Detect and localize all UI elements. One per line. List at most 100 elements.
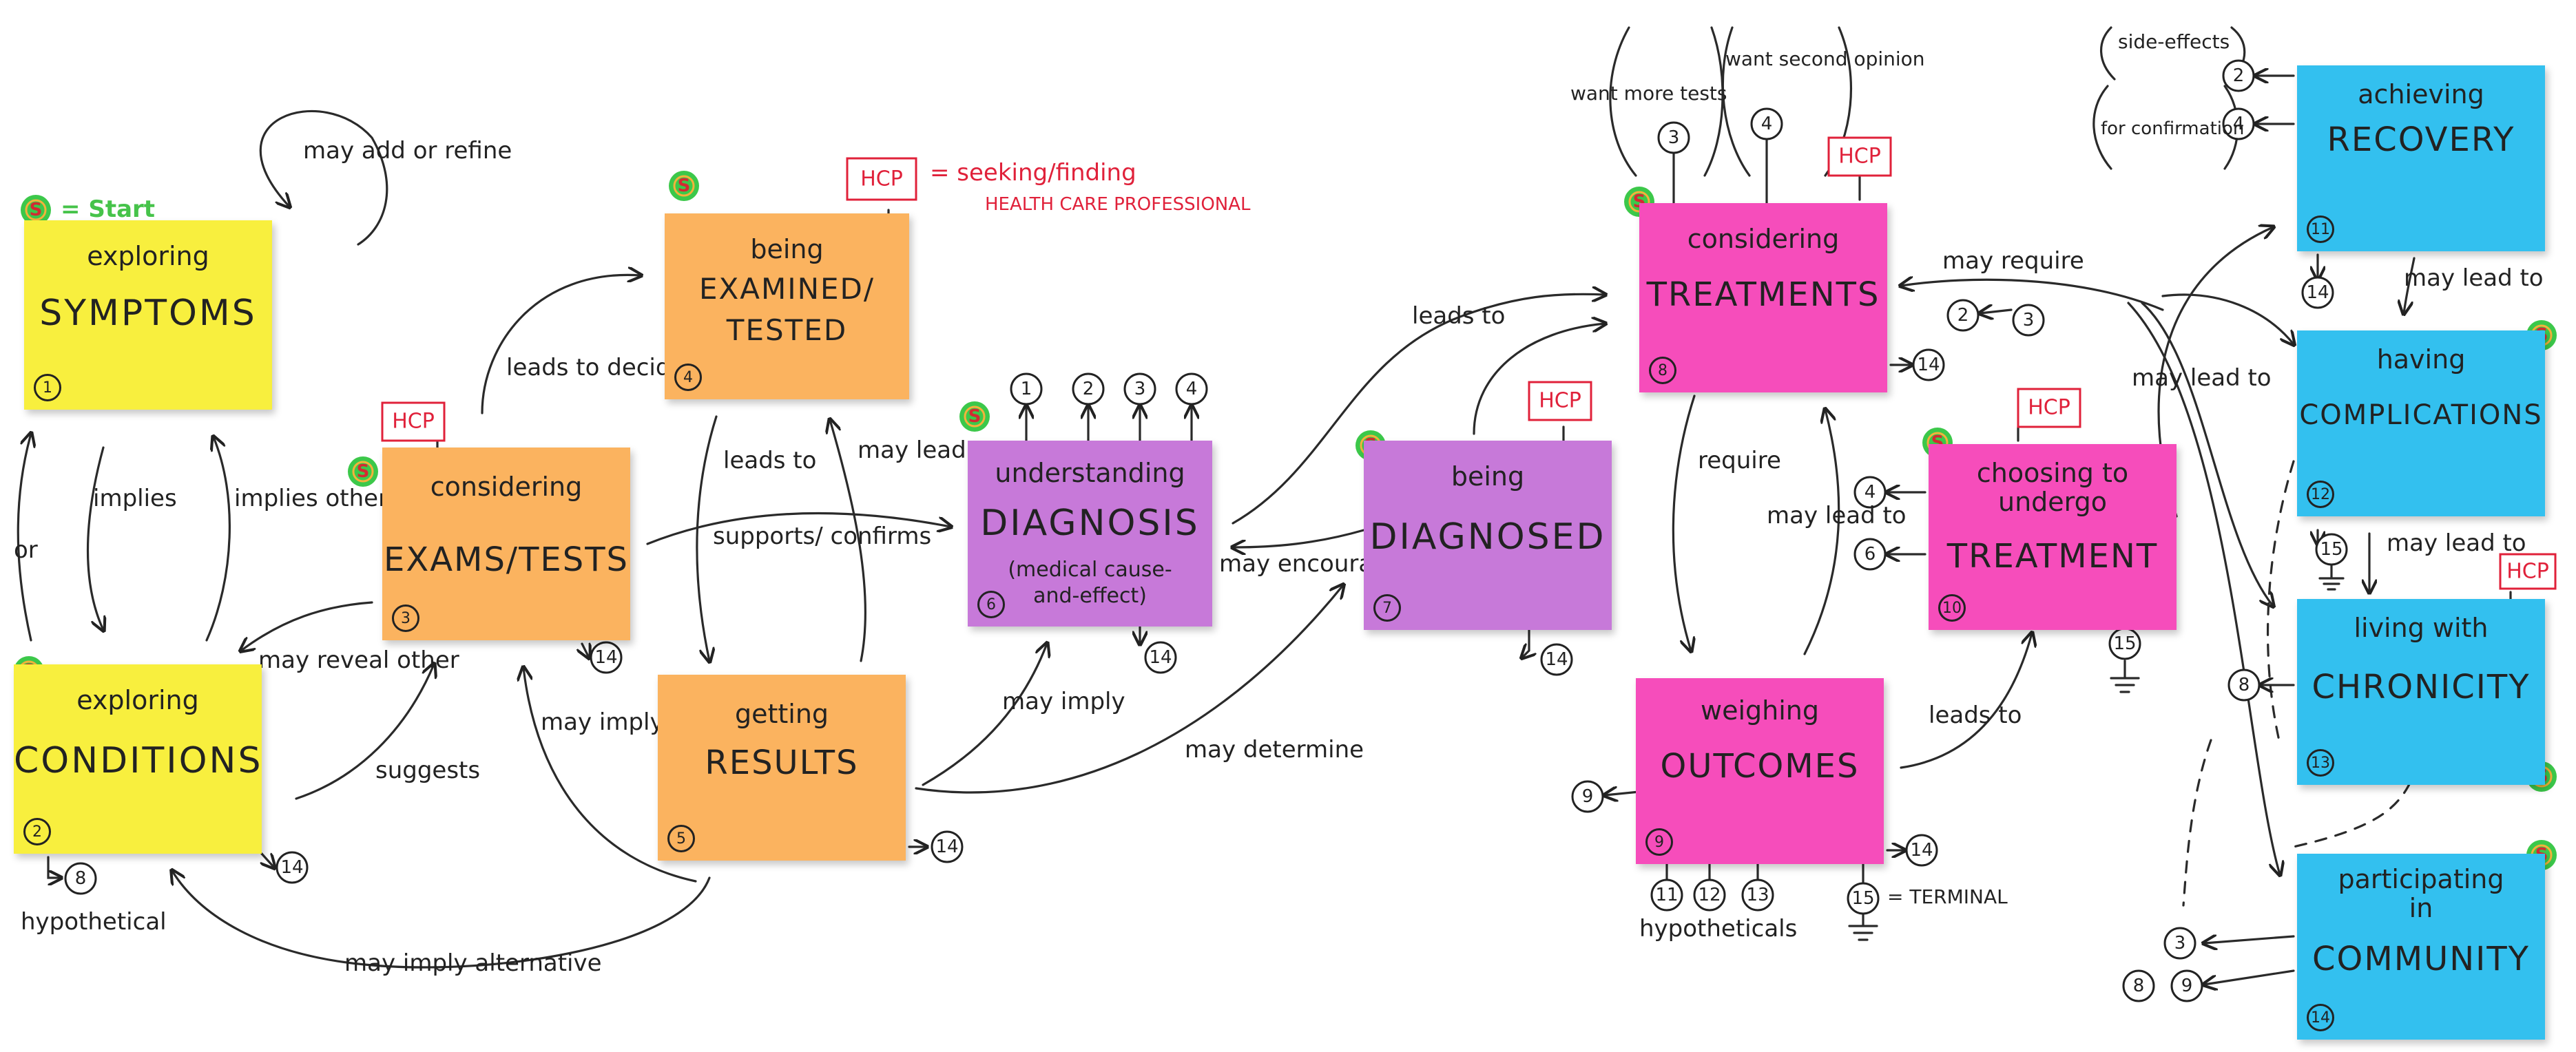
ref-circle xyxy=(2222,107,2255,140)
arrow-implies xyxy=(86,446,104,630)
note-small-text-line2: in xyxy=(2409,893,2433,923)
ref-1: 1 xyxy=(1021,379,1032,399)
arrow-may-encourage xyxy=(1233,529,1365,547)
label-suggests: suggests xyxy=(375,757,480,784)
ref-circle xyxy=(1072,372,1105,406)
ref-14: 14 xyxy=(280,857,303,878)
hypothetical-ticks xyxy=(1665,859,1865,886)
ref-circle xyxy=(1847,882,1880,915)
lines-to-notes-top xyxy=(1672,136,1768,204)
arrow-implies-other xyxy=(205,437,231,642)
hcp-tags: HCP HCP HCP HCP HCP HCP xyxy=(381,136,2557,590)
ref-14: 14 xyxy=(1545,649,1568,670)
hcp-tag xyxy=(2499,553,2557,590)
note-big-text-line2: TESTED xyxy=(726,313,848,347)
ref-circle xyxy=(1905,834,1938,867)
label-require: require xyxy=(1698,447,1781,474)
note-number: 12 xyxy=(2307,481,2334,508)
note-being-diagnosed: being DIAGNOSED 7 xyxy=(1364,441,1612,630)
hcp-tag xyxy=(381,401,446,442)
note-number: 14 xyxy=(2307,1004,2334,1031)
note-small-text: considering xyxy=(430,472,583,502)
ref-14: 14 xyxy=(1917,355,1940,375)
terminal-legend: = TERMINAL xyxy=(1887,885,2008,908)
note-considering-exams: considering EXAMS/TESTS 3 xyxy=(382,448,630,640)
note-number: 13 xyxy=(2307,749,2334,777)
note-number: 1 xyxy=(34,374,61,401)
note-small-text: being xyxy=(1451,461,1525,492)
ref-circle xyxy=(2315,533,2348,566)
ref-9: 9 xyxy=(2181,976,2193,996)
ref-circle xyxy=(1750,107,1783,140)
label-may-reveal-other: may reveal other xyxy=(258,646,459,674)
arrow-community-to-9 xyxy=(2204,969,2295,985)
hcp-tag-text: HCP xyxy=(860,167,903,191)
arrow-leads-to-deciding xyxy=(481,275,641,414)
note-number: 2 xyxy=(23,818,51,845)
note-participating-community: participating in COMMUNITY 14 xyxy=(2297,854,2545,1040)
ref-circle xyxy=(1912,348,1945,381)
ref-12: 12 xyxy=(1698,885,1721,905)
note-getting-results: getting RESULTS 5 xyxy=(658,675,906,861)
ref-circle xyxy=(276,851,309,884)
arrow-choosing-to-complications xyxy=(2161,293,2294,344)
note-big-text: COMMUNITY xyxy=(2312,940,2530,978)
note-living-chronicity: living with CHRONICITY 13 xyxy=(2297,599,2545,785)
hcp-tag xyxy=(846,157,917,201)
arrow-exams-to-14 xyxy=(582,644,589,658)
ref-14: 14 xyxy=(594,647,617,668)
label-may-imply-alternative: may imply alternative xyxy=(344,949,602,977)
note-sub-text-line1: (medical cause- xyxy=(1008,558,1172,582)
note-number: 9 xyxy=(1645,828,1673,856)
start-marker xyxy=(21,195,51,225)
ref-circle xyxy=(2301,276,2334,309)
label-may-lead-to-d: may lead to xyxy=(2387,529,2526,557)
label-leads-to-c: leads to xyxy=(1929,702,2022,729)
ref-circle xyxy=(2122,969,2155,1002)
arrow-require xyxy=(1672,394,1694,651)
ref-9: 9 xyxy=(1582,786,1594,807)
note-number: 4 xyxy=(674,364,702,391)
ref-circle xyxy=(1175,372,1208,406)
label-may-lead-to-b: may lead to xyxy=(2132,364,2272,392)
note-big-text: RESULTS xyxy=(705,744,859,782)
note-number: 6 xyxy=(977,591,1005,618)
ref-circle xyxy=(931,830,964,863)
ref-circle xyxy=(2012,304,2045,337)
ref-circle xyxy=(1540,643,1573,676)
note-considering-treatments: considering TREATMENTS 8 xyxy=(1639,203,1887,392)
arrow-conditions-to-14 xyxy=(262,852,274,867)
start-marker xyxy=(669,171,699,201)
note-big-text: CHRONICITY xyxy=(2312,668,2531,706)
ref-6: 6 xyxy=(1865,544,1876,565)
note-number: 7 xyxy=(1373,594,1401,622)
start-legend-label: = Start xyxy=(61,196,155,223)
note-small-text: having xyxy=(2376,344,2466,375)
note-big-text: OUTCOMES xyxy=(1660,747,1860,786)
label-hypothetical: hypothetical xyxy=(21,908,167,936)
arrow-may-reveal-other xyxy=(241,601,373,651)
note-small-text-line1: choosing to xyxy=(1976,458,2129,488)
arrow-may-determine xyxy=(915,585,1343,794)
label-or: or xyxy=(14,536,38,564)
note-big-text: TREATMENT xyxy=(1946,537,2159,576)
note-number: 8 xyxy=(1649,357,1676,384)
label-implies-other: implies other xyxy=(234,485,388,512)
ground-symbol-outcomes xyxy=(1848,907,1878,941)
note-small-text: being xyxy=(750,234,824,264)
ref-4: 4 xyxy=(1865,482,1876,503)
ref-circle xyxy=(1741,879,1774,912)
note-big-text: COMPLICATIONS xyxy=(2299,399,2543,431)
arrow-choosing-to-chronicity xyxy=(2141,302,2273,606)
arrow-may-require xyxy=(1901,280,2164,311)
hcp-tag-text: HCP xyxy=(2506,560,2549,584)
ground-symbol-choosing xyxy=(2110,660,2140,693)
label-may-add-or-refine: may add or refine xyxy=(303,137,512,165)
arrow-diag-to-treatments xyxy=(1232,294,1605,525)
arrow-suggests xyxy=(295,664,434,800)
note-small-text: getting xyxy=(734,699,829,729)
ref-14: 14 xyxy=(1149,647,1172,668)
label-may-lead-to-a: may lead to xyxy=(1767,502,1907,529)
ref-circle xyxy=(64,862,97,895)
ref-circle xyxy=(1853,538,1887,571)
